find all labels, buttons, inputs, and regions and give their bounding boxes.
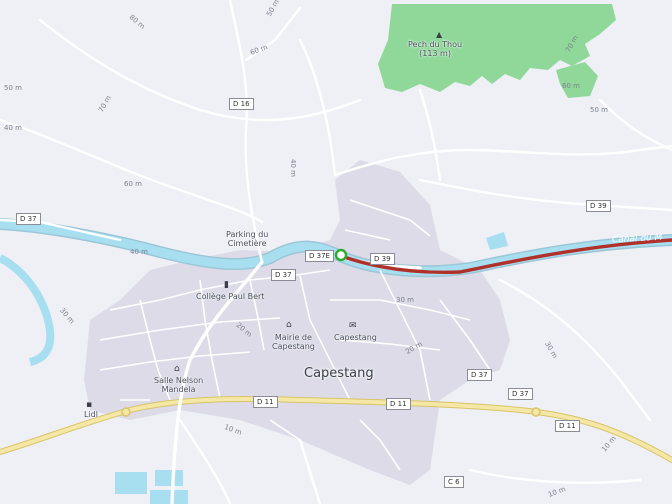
elevation-label: 40 m: [288, 159, 297, 177]
town-streets: [99, 199, 491, 471]
town-label: Capestang: [304, 366, 374, 381]
parking-label[interactable]: Parking du Cimetière: [226, 230, 269, 249]
supermarket-icon: ▪: [86, 400, 93, 410]
built-up-area: [84, 160, 510, 485]
elevation-label: 60 m: [562, 82, 580, 90]
road-shield: D 37: [467, 369, 492, 381]
salle-label[interactable]: Salle Nelson Mandela: [154, 376, 204, 395]
elevation-label: 40 m: [4, 124, 22, 132]
elevation-label: 40 m: [130, 248, 148, 256]
forest-area: [378, 4, 616, 92]
road-shield: D 37: [508, 388, 533, 400]
peak-name: Pech du Thou: [408, 40, 463, 49]
supermarket-label[interactable]: Lidl: [84, 410, 98, 419]
road-shield: D 11: [253, 396, 278, 408]
post-office-label[interactable]: Capestang: [334, 333, 377, 342]
pond: [150, 490, 188, 504]
road-shield: D 39: [370, 253, 395, 265]
mairie-icon: ⌂: [286, 320, 292, 330]
river-water: [0, 219, 672, 276]
pond: [486, 232, 508, 250]
college-icon: ▮: [224, 280, 229, 290]
elevation-label: 50 m: [590, 106, 608, 114]
road-shield: D 39: [586, 200, 611, 212]
elevation-label: 60 m: [124, 180, 142, 188]
road-shield: D 37: [271, 269, 296, 281]
forest-patch: [556, 62, 598, 98]
start-marker-icon[interactable]: [334, 248, 348, 262]
college-label[interactable]: Collège Paul Bert: [196, 292, 265, 301]
roundabout: [121, 407, 131, 417]
peak-icon: ▲: [436, 30, 443, 39]
stream-west: [0, 254, 55, 366]
main-roads: [0, 396, 672, 463]
road-shield: C 6: [444, 476, 464, 488]
route-line: [339, 238, 672, 274]
road-shield: D 11: [555, 420, 580, 432]
peak-elevation: (113 m): [419, 49, 451, 59]
road-shield: D 37: [16, 213, 41, 225]
peak-label: Pech du Thou (113 m): [408, 40, 462, 58]
road-shield: D 16: [229, 98, 254, 110]
mairie-label[interactable]: Mairie de Capestang: [272, 333, 315, 352]
salle-icon: ⌂: [174, 364, 180, 374]
elevation-label: 30 m: [396, 296, 414, 304]
roundabout: [531, 407, 541, 417]
road-shield: D 11: [386, 398, 411, 410]
road-shield: D 37E: [305, 250, 334, 262]
post-office-icon: ✉: [349, 321, 357, 331]
pond: [115, 472, 147, 494]
elevation-label: 50 m: [4, 84, 22, 92]
pond: [155, 470, 183, 486]
